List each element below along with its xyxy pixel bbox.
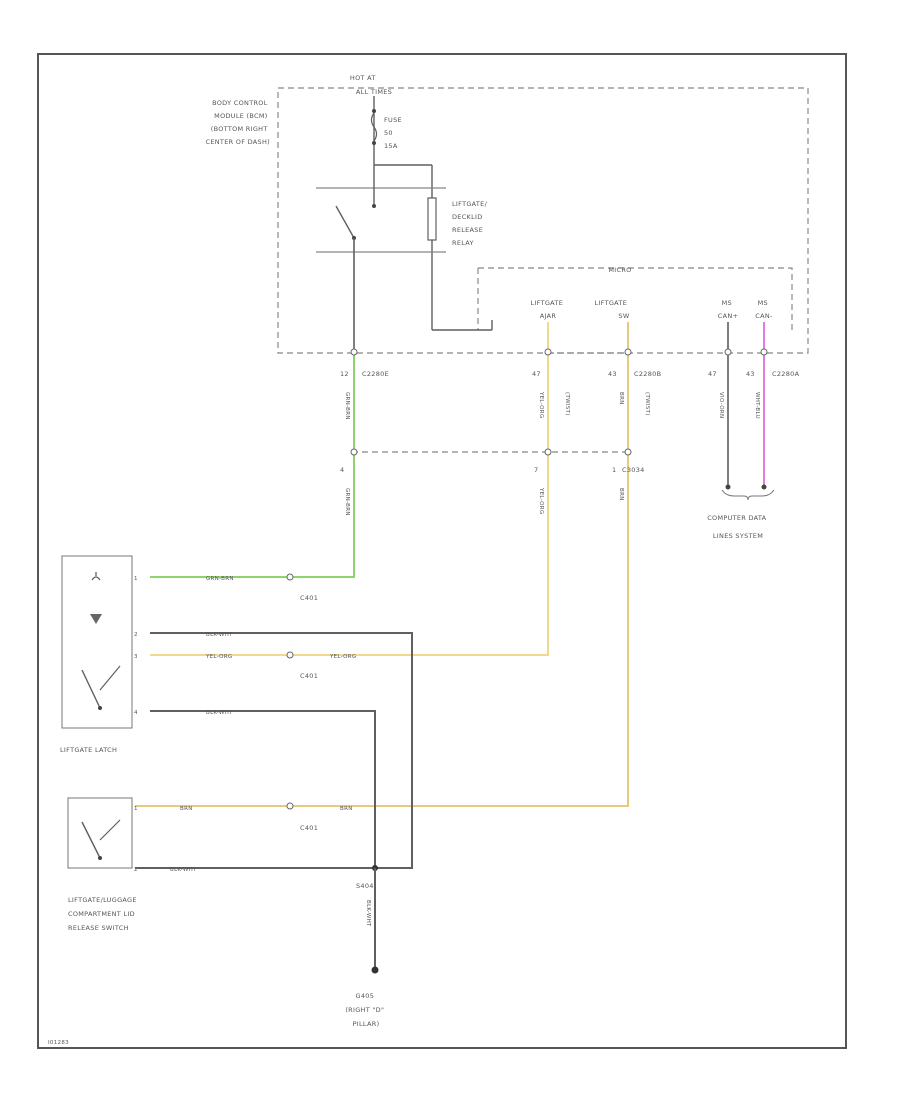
micro-label: MICRO [608, 266, 631, 274]
ground-label: G405 (RIGHT "D" PILLAR) [345, 992, 386, 1028]
c401-pin-c [286, 802, 294, 810]
connector-c3034: C3034 [622, 466, 645, 474]
latch-switch-pivot [98, 706, 102, 710]
relay-switch-blade [335, 205, 355, 239]
terminal-ms-can-l: MS CAN- [755, 299, 773, 320]
c3034-pin-1 [624, 448, 632, 456]
release-switch-box [67, 797, 133, 869]
wire-label-wht: WHT-BLU [754, 392, 760, 419]
twist-2: (TWIST) [644, 392, 650, 416]
c401-c: C401 [300, 824, 318, 832]
wire-label-blk-wht-3: BLK-WHT [170, 867, 197, 873]
pin-1: 1 [612, 466, 616, 474]
bcm-label: BODY CONTROL MODULE (BCM) (BOTTOM RIGHT … [206, 99, 270, 146]
diagram-code: I01283 [48, 1040, 69, 1046]
wire-brn [135, 322, 629, 807]
pin-47: 47 [532, 370, 541, 378]
pin-12: 12 [340, 370, 349, 378]
can-l-terminal [761, 484, 767, 490]
pin-12-dot [350, 348, 358, 356]
liftgate-latch-box [61, 555, 133, 729]
wire-label-brn-b: BRN [340, 806, 353, 812]
latch-sensor-icon [91, 572, 101, 581]
pin-47-dot [544, 348, 552, 356]
latch-switch-lead [99, 665, 121, 691]
wire-blk-wht-2 [150, 710, 376, 868]
pin-7: 7 [534, 466, 538, 474]
fuse-icon [370, 112, 378, 142]
wire-label-blk-wht-1: BLK-WHT [206, 632, 233, 638]
fuse-label: FUSE 50 15A [384, 116, 404, 150]
terminal-ms-can-h: MS CAN+ [718, 299, 739, 320]
bcm-module-box [277, 87, 809, 354]
release-switch-pivot [98, 856, 102, 860]
pin-43b: 43 [746, 370, 755, 378]
latch-motor-icon [90, 614, 102, 624]
connector-c2280a: C2280A [772, 370, 800, 378]
computer-data-label: COMPUTER DATA LINES SYSTEM [707, 514, 769, 540]
wire-label-grn-brn-v: GRN-BRN [344, 392, 350, 420]
connector-c2280e: C2280E [362, 370, 389, 378]
wire-label-blk-wht-2: BLK-WHT [206, 710, 233, 716]
ground-icon [371, 966, 379, 974]
latch-switch-blade [81, 669, 101, 709]
latch-pin-4: 4 [134, 710, 138, 716]
relay-coil-icon [427, 197, 437, 241]
wire-label-grn-brn-v2: GRN-BRN [344, 488, 350, 516]
c401-pin-a [286, 573, 294, 581]
latch-pin-1: 1 [134, 576, 138, 582]
wire-label-yel-org-a: YEL-ORG [205, 654, 232, 660]
terminal-liftgate-sw: LIFTGATE SW [595, 299, 630, 320]
pin-47b-dot [724, 348, 732, 356]
wire-yel-org [150, 322, 549, 656]
pin-43-dot [624, 348, 632, 356]
release-switch-pin-a: 1 [134, 806, 138, 812]
pin-4: 4 [340, 466, 344, 474]
wire-grn-brn [150, 355, 355, 578]
wire-label-yel-v: YEL-ORG [538, 391, 544, 418]
latch-pin-3: 3 [134, 654, 138, 660]
c401-pin-b [286, 651, 294, 659]
twist-1: (TWIST) [564, 392, 570, 416]
liftgate-latch-label: LIFTGATE LATCH [60, 746, 117, 754]
wire-label-brn-v2: BRN [618, 488, 624, 501]
wire-label-blk-wht-v: BLK-WHT [365, 900, 371, 927]
computer-data-brace [721, 489, 775, 501]
wire-blk-wht-1 [150, 632, 413, 869]
wire-label-brn-v: BRN [618, 392, 624, 405]
wire-label-yel-org-b: YEL-ORG [329, 654, 356, 660]
release-switch-pin-b: 2 [134, 867, 138, 873]
wire-label-brn-a: BRN [180, 806, 193, 812]
c401-a: C401 [300, 594, 318, 602]
can-h-terminal [725, 484, 731, 490]
splice-label: S404 [356, 882, 374, 890]
micro-box [478, 267, 793, 330]
hot-at-label: HOT AT ALL TIMES [350, 74, 392, 96]
connector-c2280b: C2280B [634, 370, 661, 378]
pin-47b: 47 [708, 370, 717, 378]
latch-pin-2: 2 [134, 632, 138, 638]
c3034-pin-4 [350, 448, 358, 456]
relay-label: LIFTGATE/ DECKLID RELEASE RELAY [452, 200, 489, 247]
release-switch-blade [81, 821, 101, 859]
pin-43a: 43 [608, 370, 617, 378]
c3034-pin-7 [544, 448, 552, 456]
release-switch-label: LIFTGATE/LUGGAGE COMPARTMENT LID RELEASE… [68, 896, 139, 932]
diagram-border [37, 53, 847, 1049]
wire-label-vio: VIO-ORN [718, 392, 724, 418]
relay-contact-terminal [372, 204, 376, 208]
release-switch-lead [99, 819, 121, 841]
wire-label-yel-v2: YEL-ORG [538, 487, 544, 514]
fuse-top-terminal [372, 109, 376, 113]
wire-label-grn-brn-h: GRN-BRN [206, 576, 234, 582]
pin-43b-dot [760, 348, 768, 356]
c401-b: C401 [300, 672, 318, 680]
terminal-liftgate-ajar: LIFTGATE AJAR [531, 299, 566, 320]
fuse-bottom-terminal [372, 141, 376, 145]
